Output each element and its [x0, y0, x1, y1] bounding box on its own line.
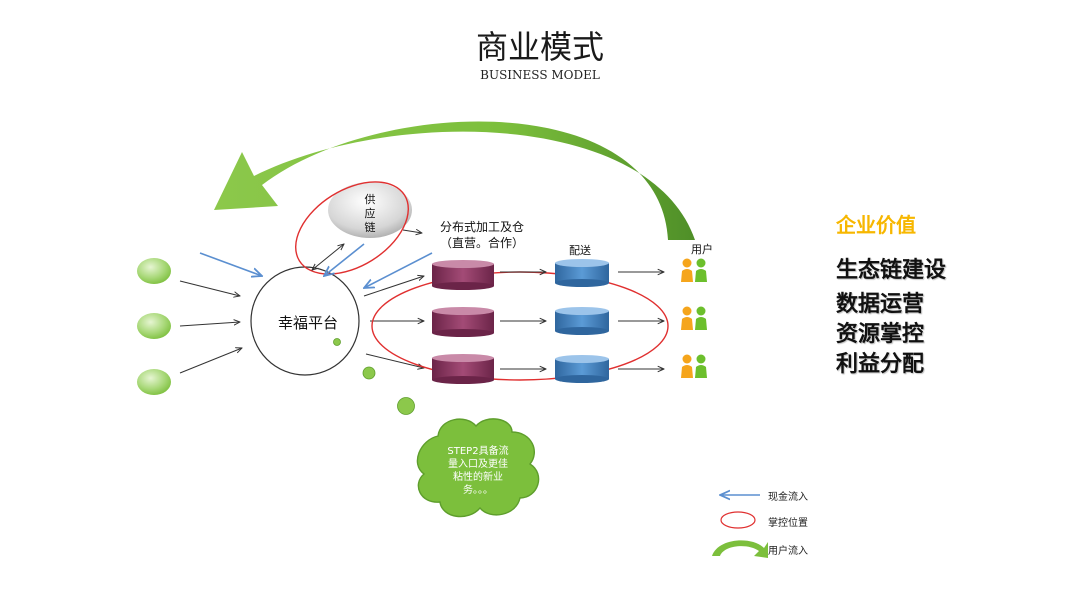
supply-chain-char-1: 供	[364, 193, 376, 206]
cloud-text-line3: 粘性的新业	[453, 472, 503, 483]
supply-link-arrow	[312, 244, 344, 270]
control-ellipse-main	[371, 271, 669, 381]
distributed-label-line2: （直营。合作）	[439, 236, 524, 250]
input-source-3	[137, 369, 171, 395]
delivery-cylinder-1	[555, 259, 609, 287]
users-icon-1	[681, 258, 707, 282]
supply-to-warehouse-arrow	[402, 230, 422, 233]
supply-chain-blob	[328, 182, 412, 238]
supply-chain-char-2: 应	[364, 207, 376, 220]
green-curved-arrow-icon	[712, 540, 768, 558]
step2-cloud-text: STEP2具备流 量入口及更佳 粘性的新业 务。。。	[438, 445, 518, 497]
red-ellipse-icon	[720, 511, 756, 529]
warehouse-cylinder-1	[432, 260, 494, 290]
legend-cash-inflow-label: 现金流入	[768, 492, 808, 503]
value-item-profit: 利益分配	[836, 352, 925, 377]
users-icon-2	[681, 306, 707, 330]
step2-cloud	[416, 418, 540, 518]
cloud-text-line2: 量入口及更佳	[448, 459, 508, 470]
distributed-warehouse-label: 分布式加工及仓 （直营。合作）	[422, 219, 542, 251]
input-arrow-2	[179, 322, 240, 327]
cash-inflow-arrow-supply	[324, 243, 365, 276]
platform-to-warehouse-3	[365, 353, 424, 368]
supply-chain-label: 供 应 链	[352, 193, 388, 235]
platform-to-warehouse-1	[363, 276, 424, 297]
cash-inflow-arrow-left	[199, 252, 262, 276]
distributed-label-line1: 分布式加工及仓	[439, 220, 524, 234]
value-item-ecosystem: 生态链建设	[836, 258, 947, 283]
legend-control-label: 掌控位置	[768, 518, 808, 529]
value-item-data-ops: 数据运营	[836, 292, 925, 317]
warehouse-cylinder-3	[432, 354, 494, 384]
bubble-dot-medium	[362, 366, 376, 380]
value-item-resources: 资源掌控	[836, 322, 925, 347]
bubble-dot-large	[397, 397, 415, 415]
input-source-1	[137, 258, 171, 284]
cloud-text-line1: STEP2具备流	[447, 446, 509, 457]
supply-chain-char-3: 链	[364, 221, 376, 234]
cash-inflow-arrow-warehouse	[364, 252, 433, 288]
page-subtitle: BUSINESS MODEL	[480, 68, 600, 82]
input-arrow-1	[179, 280, 240, 296]
delivery-cylinder-3	[555, 355, 609, 383]
page-title: 商业模式	[475, 28, 604, 66]
legend-user-inflow-label: 用户流入	[768, 546, 808, 557]
input-arrow-3	[179, 348, 242, 374]
control-ellipse-supply	[294, 181, 410, 275]
warehouse-cylinder-2	[432, 307, 494, 337]
delivery-label: 配送	[569, 244, 591, 257]
enterprise-value-title: 企业价值	[836, 213, 916, 237]
input-source-2	[137, 313, 171, 339]
platform-label: 幸福平台	[277, 314, 338, 332]
bubble-dot-small	[333, 338, 341, 346]
delivery-cylinder-2	[555, 307, 609, 335]
users-label: 用户	[691, 243, 713, 256]
cloud-text-line4: 务。。。	[463, 485, 493, 496]
users-icon-3	[681, 354, 707, 378]
